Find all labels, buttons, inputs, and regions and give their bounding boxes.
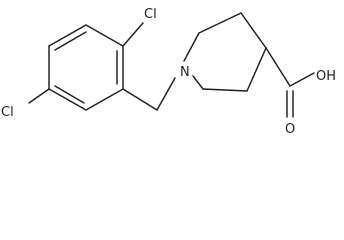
bond-ring-1 [48,24,87,47]
bond-c-cl-top [122,22,144,47]
atom-n-label: N [180,65,190,80]
bond-cooh-oh [289,72,315,87]
molecule-structure: Cl Cl N OH O [1,7,336,137]
bond-ch2-n [156,77,176,111]
atom-cl-left-label: Cl [1,105,14,120]
bond-ring-4 [85,88,124,111]
atom-cl-top-label: Cl [144,7,157,22]
bond-pip-5 [202,88,248,92]
bond-pip-4 [246,47,267,92]
bond-ring-5 [48,88,87,111]
bond-c-cooh [265,47,291,87]
bond-pip-6 [192,75,204,90]
bond-ring-ch2 [122,88,158,111]
atom-oh-label: OH [316,69,336,84]
bond-ring-2 [85,24,124,47]
bond-pip-3 [240,12,267,49]
bond-pip-1 [183,32,200,62]
bond-ring-inner-1 [54,31,87,51]
chemical-structure-canvas: Cl Cl N OH O [1,7,337,137]
bond-pip-2 [198,12,242,34]
bond-ring-inner-3 [54,85,85,104]
atom-o-double-label: O [285,122,295,137]
bond-c-cl-left [28,88,50,104]
